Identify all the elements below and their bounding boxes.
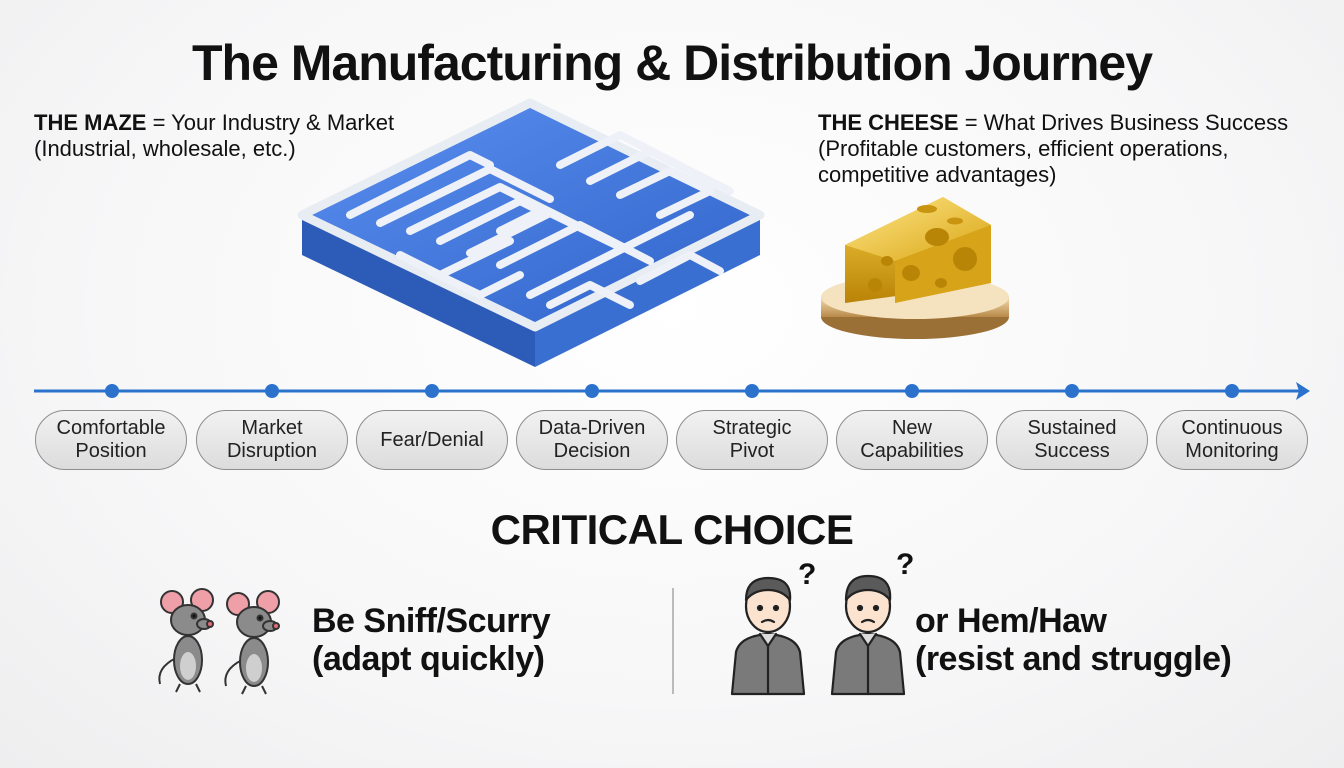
question-mark-icon: ? xyxy=(798,558,817,591)
stage-label: New xyxy=(891,417,932,439)
cheese-label: THE CHEESE xyxy=(818,110,959,135)
stage-label: Disruption xyxy=(226,440,318,462)
option-adapt-subtitle: (adapt quickly) xyxy=(312,640,545,678)
critical-choice-heading: CRITICAL CHOICE xyxy=(490,506,854,553)
page-title: The Manufacturing & Distribution Journey xyxy=(191,35,1153,91)
option-resist-title: or Hem/Haw xyxy=(915,602,1107,640)
stage-label: Data-Driven xyxy=(538,417,646,439)
option-adapt-title: Be Sniff/Scurry xyxy=(312,602,551,640)
timeline-dot xyxy=(265,384,279,398)
stage-fear-denial: Fear/Denial xyxy=(356,410,508,470)
timeline-arrow xyxy=(34,382,1310,400)
timeline-dot xyxy=(585,384,599,398)
maze-detail: (Industrial, wholesale, etc.) xyxy=(34,136,296,161)
confused-people-icon xyxy=(730,574,906,696)
stage-label: Continuous xyxy=(1181,417,1283,439)
question-mark-icon: ? xyxy=(896,548,915,581)
stage-label: Capabilities xyxy=(860,440,964,462)
cheese-detail-line1: (Profitable customers, efficient operati… xyxy=(818,136,1229,161)
cheese-meaning: = What Drives Business Success xyxy=(958,110,1289,135)
stage-label: Position xyxy=(75,440,147,462)
option-resist: or Hem/Haw (resist and struggle) xyxy=(915,602,1232,678)
maze-label: THE MAZE xyxy=(34,110,147,135)
stage-label: Comfortable xyxy=(56,417,166,439)
choice-divider xyxy=(672,588,674,694)
timeline-dot xyxy=(1065,384,1079,398)
stage-label: Market xyxy=(241,417,303,439)
stage-label: Pivot xyxy=(729,440,775,462)
maze-description: THE MAZE = Your Industry & Market (Indus… xyxy=(34,110,394,162)
timeline-dot xyxy=(105,384,119,398)
option-resist-subtitle: (resist and struggle) xyxy=(915,640,1232,678)
timeline-dot xyxy=(425,384,439,398)
cheese-detail-line2: competitive advantages) xyxy=(818,162,1057,187)
timeline-dot xyxy=(1225,384,1239,398)
timeline-dot xyxy=(745,384,759,398)
stage-label: Success xyxy=(1034,440,1110,462)
cheese-description: THE CHEESE = What Drives Business Succes… xyxy=(818,110,1288,188)
maze-icon xyxy=(297,98,765,367)
maze-meaning: = Your Industry & Market xyxy=(146,110,395,135)
stage-label: Decision xyxy=(553,440,631,462)
stage-label: Sustained xyxy=(1027,417,1117,439)
golden-cheese-icon xyxy=(821,197,1009,339)
stage-label: Monitoring xyxy=(1185,440,1279,462)
stage-label: Fear/Denial xyxy=(380,428,484,451)
mice-icon xyxy=(158,588,280,695)
stage-label: Strategic xyxy=(712,417,792,439)
option-adapt: Be Sniff/Scurry (adapt quickly) xyxy=(312,602,551,678)
timeline-dot xyxy=(905,384,919,398)
